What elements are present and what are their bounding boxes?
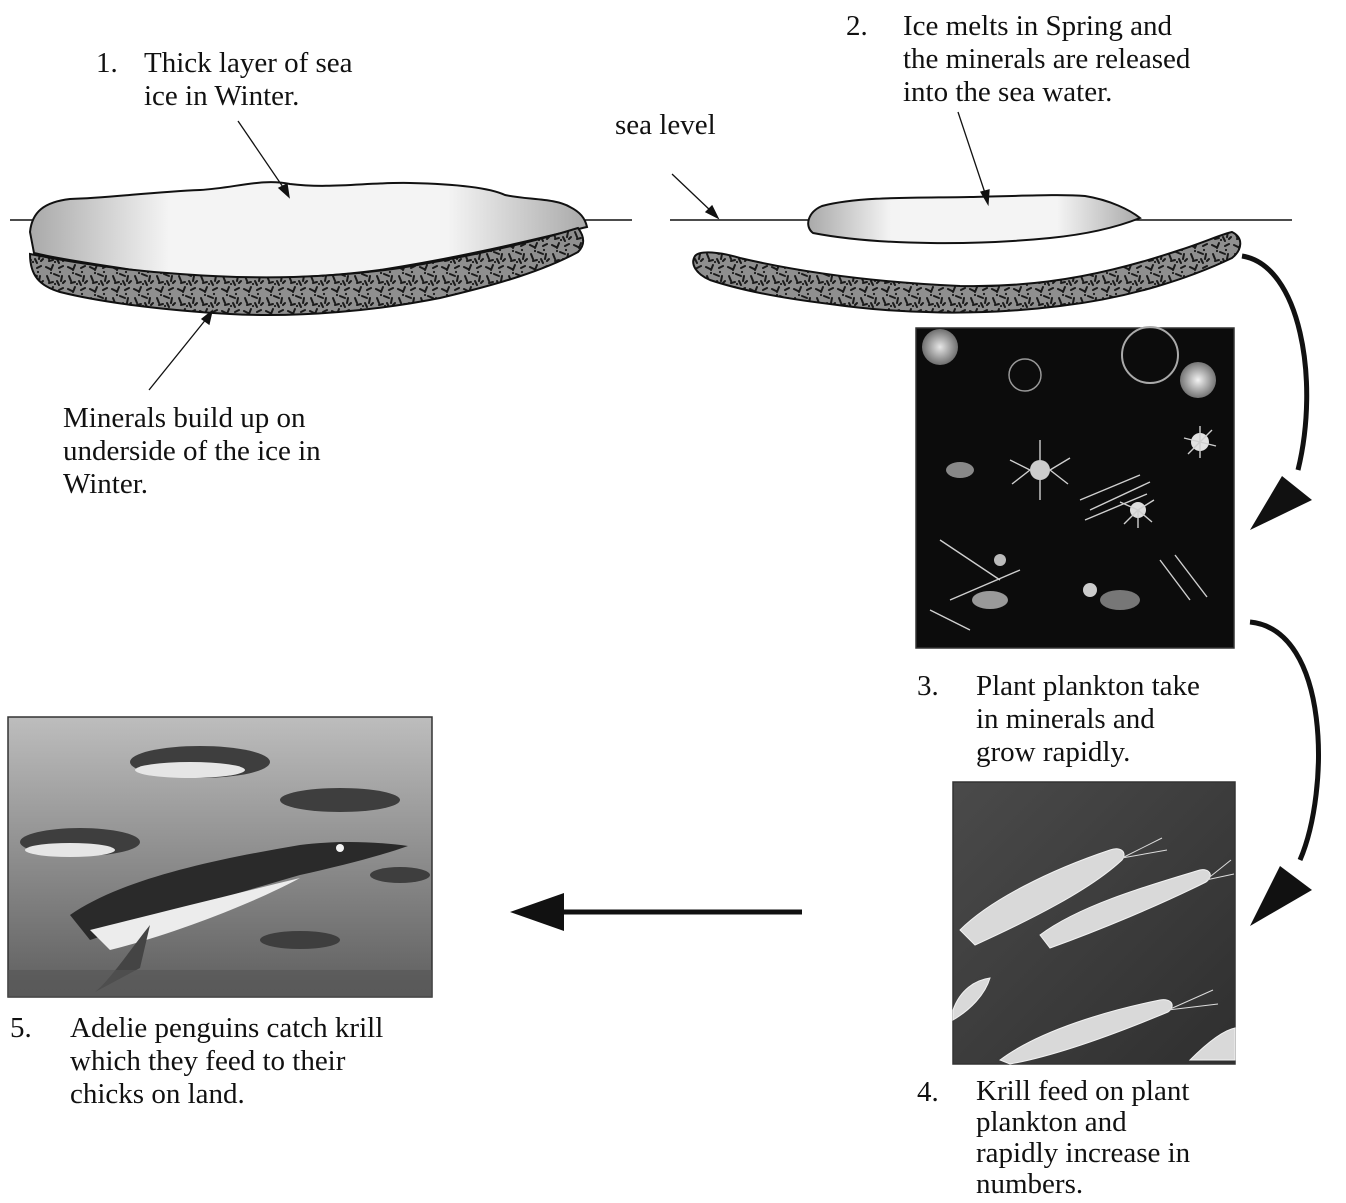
arrow-krill-to-penguins <box>510 893 802 931</box>
plankton-photo <box>916 327 1234 648</box>
pointer-sea-level <box>672 174 718 218</box>
step-4-label: 4. Krill feed on plant plankton and rapi… <box>917 1076 1237 1198</box>
step-2-line-2: the minerals are released <box>903 43 1190 76</box>
step-2-line-3: into the sea water. <box>903 76 1190 109</box>
penguin-photo <box>8 717 432 997</box>
step-5-line-2: which they feed to their <box>70 1045 383 1078</box>
minerals-line-2: underside of the ice in <box>63 435 383 468</box>
step-4-line-4: numbers. <box>976 1169 1190 1200</box>
step-4-line-3: rapidly increase in <box>976 1138 1190 1169</box>
minerals-label: Minerals build up on underside of the ic… <box>63 402 383 501</box>
step-4-number: 4. <box>917 1076 939 1109</box>
step-3-label: 3. Plant plankton take in minerals and g… <box>917 670 1237 774</box>
arrow-plankton-to-krill <box>1250 622 1318 926</box>
step-5-line-1: Adelie penguins catch krill <box>70 1012 383 1045</box>
step-1-number: 1. <box>96 47 118 80</box>
step-5-label: 5. Adelie penguins catch krill which the… <box>10 1012 430 1116</box>
step-2-number: 2. <box>846 10 868 43</box>
step-3-number: 3. <box>917 670 939 703</box>
step-1-line-1: Thick layer of sea <box>144 47 353 80</box>
step-3-line-2: in minerals and <box>976 703 1200 736</box>
step-2-line-1: Ice melts in Spring and <box>903 10 1190 43</box>
minerals-line-3: Winter. <box>63 468 383 501</box>
sea-level-label: sea level <box>615 109 716 142</box>
step-1-label: 1. Thick layer of sea ice in Winter. <box>96 47 416 117</box>
step-3-line-3: grow rapidly. <box>976 736 1200 769</box>
arrow-ice-to-plankton <box>1242 256 1312 530</box>
step-5-line-3: chicks on land. <box>70 1078 383 1111</box>
spring-sea-ice <box>808 195 1140 243</box>
step-4-line-1: Krill feed on plant <box>976 1076 1190 1107</box>
krill-photo <box>953 782 1235 1064</box>
minerals-line-1: Minerals build up on <box>63 402 383 435</box>
pointer-step-2 <box>958 112 989 204</box>
step-3-line-1: Plant plankton take <box>976 670 1200 703</box>
pointer-minerals <box>149 311 212 390</box>
step-2-label: 2. Ice melts in Spring and the minerals … <box>846 10 1246 114</box>
step-5-number: 5. <box>10 1012 32 1045</box>
spring-mineral-layer <box>693 232 1240 313</box>
step-4-line-2: plankton and <box>976 1107 1190 1138</box>
step-1-line-2: ice in Winter. <box>144 80 353 113</box>
